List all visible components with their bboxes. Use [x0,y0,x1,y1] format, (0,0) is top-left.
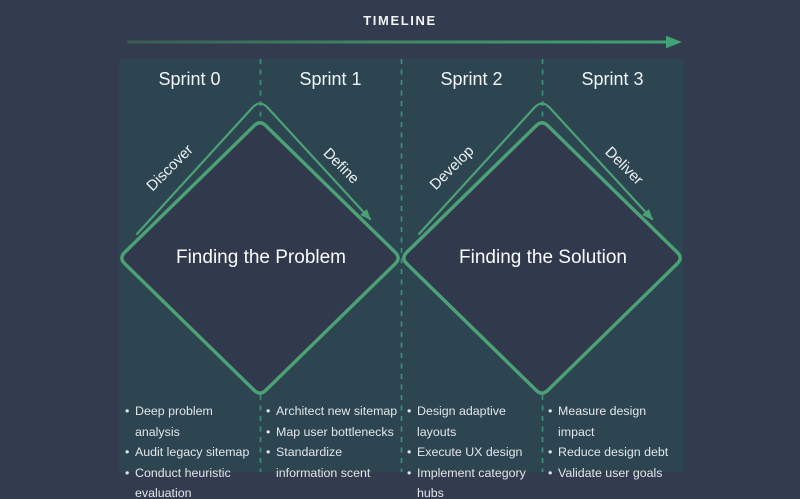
develop-deliver-arrow [417,102,654,236]
list-item-text: Measure design impact [558,404,647,439]
bullet-icon: • [125,445,130,459]
sprint-3-label: Sprint 3 [581,69,644,89]
list-item-text: Implement category hubs [417,465,526,499]
bullet-icon: • [548,445,553,459]
list-item: • Conduct heuristic evaluation [119,463,260,499]
list-item: • Standardize information scent [260,442,401,483]
list-item-text: Conduct heuristic evaluation [135,465,231,499]
sprint-1-task-list: • Architect new sitemap • Map user bottl… [260,401,401,483]
bullet-icon: • [548,465,553,480]
sprint-0-label: Sprint 0 [158,69,221,89]
diamond-solution-title: Finding the Solution [459,247,627,268]
list-item: • Audit legacy sitemap [119,442,260,463]
list-item-text: Map user bottlenecks [276,424,394,439]
sprint-2-label: Sprint 2 [440,69,503,89]
list-item: • Design adaptive layouts [401,401,542,442]
list-item-text: Architect new sitemap [276,404,398,418]
discover-define-arrow [135,102,372,236]
bullet-icon: • [266,424,271,439]
list-item-text: Design adaptive layouts [417,404,506,439]
list-item-text: Audit legacy sitemap [135,445,250,459]
list-item: • Architect new sitemap [260,401,401,422]
sprint-1-label: Sprint 1 [299,69,362,89]
bullet-icon: • [407,404,412,418]
list-item-text: Execute UX design [417,445,523,459]
bullet-icon: • [266,445,271,459]
list-item: • Map user bottlenecks [260,422,401,443]
list-item: • Validate user goals [542,463,683,484]
list-item-text: Validate user goals [558,465,663,480]
bullet-icon: • [125,404,130,418]
timeline-title: TIMELINE [363,13,437,28]
sprint-2-task-list: • Design adaptive layouts • Execute UX d… [401,401,542,499]
list-item: • Execute UX design [401,442,542,463]
list-item: • Measure design impact [542,401,683,442]
diamond-problem-shape [120,121,400,395]
bullet-icon: • [407,465,412,480]
list-item: • Reduce design debt [542,442,683,463]
timeline-arrow-head-icon [666,35,682,49]
list-item-text: Deep problem analysis [135,404,213,439]
bullet-icon: • [407,445,412,459]
sprint-0-task-list: • Deep problem analysis • Audit legacy s… [119,401,260,499]
diamond-solution-shape [402,121,682,395]
bullet-icon: • [266,404,271,418]
list-item: • Implement category hubs [401,463,542,499]
list-item-text: Standardize information scent [276,445,371,480]
list-item-text: Reduce design debt [558,445,669,459]
diamond-problem-title: Finding the Problem [175,247,347,268]
bullet-icon: • [548,404,553,418]
list-item: • Deep problem analysis [119,401,260,442]
bullet-icon: • [125,465,130,480]
sprint-3-task-list: • Measure design impact • Reduce design … [542,401,683,483]
